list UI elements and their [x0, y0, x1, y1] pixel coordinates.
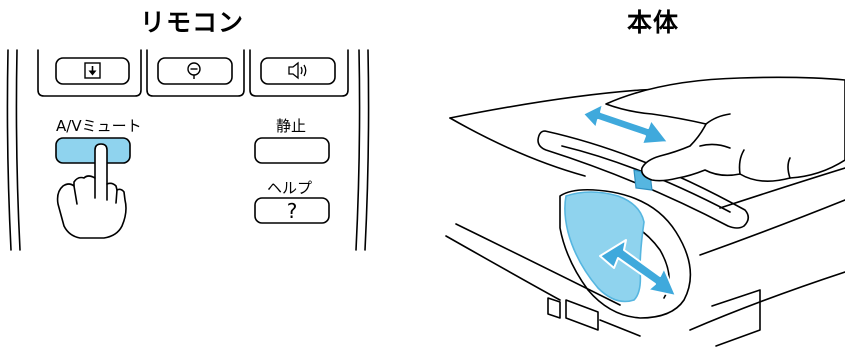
side-panel	[711, 289, 761, 347]
housing-front-left	[449, 117, 586, 177]
remote-right-edge	[364, 49, 370, 251]
housing-right-top	[719, 167, 845, 209]
av-mute-label: A/Vミュート	[56, 117, 142, 135]
housing-right-edge	[699, 199, 845, 256]
finger-icon	[605, 76, 845, 182]
projector-heading: 本体	[627, 8, 680, 37]
page-down-button	[55, 57, 130, 85]
socket-1	[37, 49, 142, 97]
page-down-icon	[84, 62, 101, 79]
housing-right-lower	[689, 271, 845, 331]
zoom-out-button	[157, 57, 233, 85]
volume-button	[260, 57, 336, 85]
freeze-button	[254, 137, 330, 164]
help-label: ヘルプ	[267, 179, 312, 197]
remote-control	[6, 49, 370, 251]
remote-left-edge	[6, 49, 12, 251]
remote-right-edge-inner	[355, 49, 361, 251]
av-mute-button	[55, 137, 131, 164]
socket-3	[249, 49, 349, 97]
foot-block	[565, 299, 599, 331]
slide-track-outer	[537, 130, 750, 229]
remote-left-edge-inner	[15, 49, 21, 251]
shutter-direction-arrow-icon	[599, 239, 677, 297]
freeze-label: 静止	[276, 117, 306, 135]
housing-bottom-left	[445, 235, 561, 301]
volume-icon	[288, 61, 307, 80]
zoom-out-icon	[187, 62, 201, 79]
lens-cover	[564, 191, 645, 303]
socket-2	[146, 49, 245, 97]
front-foot	[547, 297, 561, 319]
remote-heading: リモコン	[140, 8, 245, 37]
housing-lower-left	[455, 223, 621, 306]
slide-direction-arrow-icon	[582, 103, 669, 145]
lens-opening	[559, 188, 692, 319]
pressing-hand-icon	[56, 143, 127, 239]
help-button	[254, 197, 330, 224]
underside-line	[599, 319, 641, 337]
help-key-glyph: ?	[287, 199, 298, 223]
